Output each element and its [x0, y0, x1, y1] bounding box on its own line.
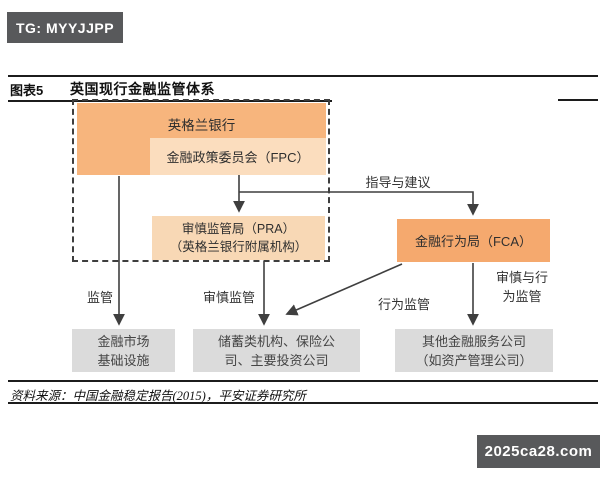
node-financial-market-infrastructure: 金融市场 基础设施	[72, 329, 175, 372]
node-deposit-line2: 司、主要投资公司	[224, 352, 329, 368]
figure-title: 英国现行金融监管体系	[70, 81, 215, 97]
edge-label-prudential: 审慎监管	[202, 290, 256, 305]
node-bank-of-england-label: 英格兰银行	[167, 118, 236, 133]
edge-label-prudential-and-conduct-line1: 审慎与行	[495, 270, 549, 285]
footer-top-rule	[8, 380, 598, 382]
watermark-top-text: TG: MYYJJPP	[15, 19, 115, 36]
edge-label-conduct: 行为监管	[377, 297, 431, 312]
edge-label-guidance: 指导与建议	[365, 175, 431, 190]
edge-label-prudential-and-conduct: 审慎与行 为监管	[496, 268, 548, 306]
node-pra-line1: 审慎监管局（PRA）	[181, 222, 296, 236]
edge-label-supervision: 监管	[86, 290, 114, 305]
node-deposit-line1: 储蓄类机构、保险公	[217, 333, 335, 349]
node-other-line2: （如资产管理公司）	[415, 352, 533, 368]
node-fpc: 金融政策委员会（FPC）	[150, 138, 326, 175]
figure-number: 图表5	[10, 83, 44, 98]
header-top-rule	[8, 75, 598, 77]
node-fca-label: 金融行为局（FCA）	[414, 234, 532, 249]
node-other-financial-firms: 其他金融服务公司 （如资产管理公司）	[395, 329, 553, 372]
watermark-top-badge: TG: MYYJJPP	[7, 12, 123, 43]
watermark-bottom-badge: 2025ca28.com	[477, 435, 600, 468]
edge-label-prudential-and-conduct-line2: 为监管	[502, 289, 542, 304]
node-fca: 金融行为局（FCA）	[397, 219, 550, 262]
boe-group-frame	[72, 99, 330, 262]
node-fmi-line2: 基础设施	[97, 352, 150, 368]
header-under-rule-right	[558, 99, 598, 101]
node-fpc-label: 金融政策委员会（FPC）	[166, 150, 310, 165]
node-pra-line2: （英格兰银行附属机构）	[169, 240, 308, 254]
footer-bottom-rule	[8, 402, 598, 404]
node-other-line1: 其他金融服务公司	[421, 333, 526, 349]
node-fmi-line1: 金融市场	[97, 333, 150, 349]
node-deposit-institutions: 储蓄类机构、保险公 司、主要投资公司	[193, 329, 360, 372]
node-pra: 审慎监管局（PRA） （英格兰银行附属机构）	[152, 216, 325, 260]
watermark-bottom-text: 2025ca28.com	[484, 443, 593, 460]
source-note: 资料来源：中国金融稳定报告(2015)，平安证券研究所	[10, 389, 306, 403]
